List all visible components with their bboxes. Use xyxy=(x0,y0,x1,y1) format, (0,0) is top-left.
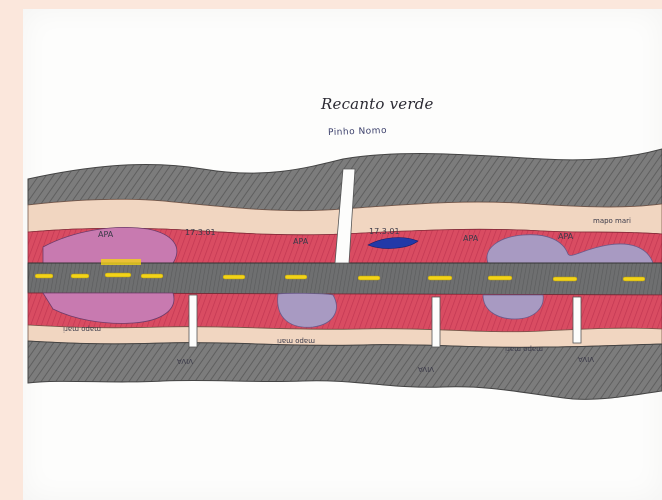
label-tag-3: VIVA xyxy=(578,355,594,363)
label-name-top-right: mapo mari xyxy=(593,217,631,225)
label-tag-1: VIVA xyxy=(177,357,193,365)
scanned-drawing-paper: Recanto verde Pinho Nomo xyxy=(23,9,662,500)
label-name-bottom-left: mapo mari xyxy=(63,325,101,333)
drawing-canvas: APA APA APA APA 17.3.01 17.3.01 mapo mar… xyxy=(23,9,662,500)
label-area-top-2: APA xyxy=(293,237,309,246)
label-area-top-4: APA xyxy=(558,232,574,241)
bottom-gray-band xyxy=(28,341,662,399)
label-area-top-1: APA xyxy=(98,230,114,239)
yellow-highlight xyxy=(101,259,141,265)
label-name-bottom-center: mapo mari xyxy=(277,337,315,345)
label-name-bottom-right: mapo mari xyxy=(505,345,543,353)
label-date-left: 17.3.01 xyxy=(185,228,216,237)
label-date-right: 17.3.01 xyxy=(369,227,400,236)
label-tag-2: VIVA xyxy=(418,365,434,373)
label-area-top-3: APA xyxy=(463,234,479,243)
